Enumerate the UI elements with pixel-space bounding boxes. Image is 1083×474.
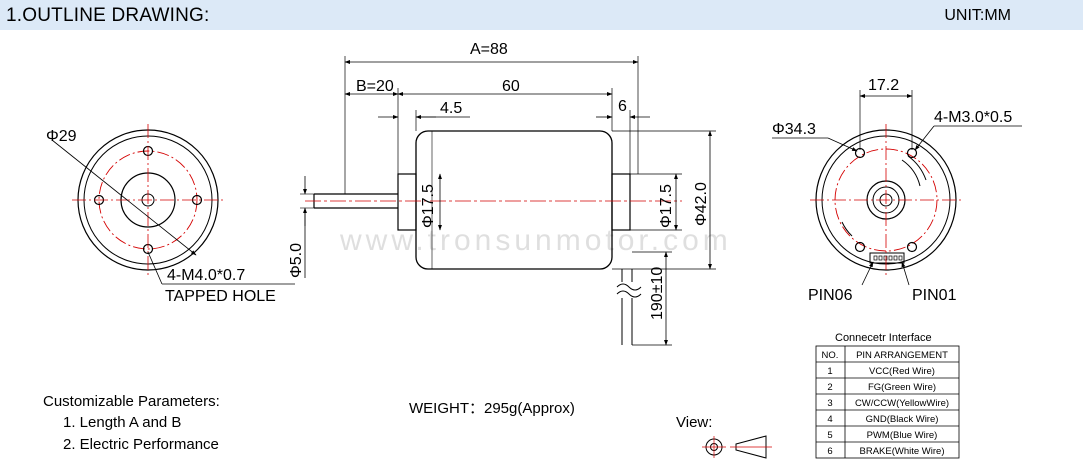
connector-header-pin: PIN ARRANGEMENT [856,350,948,361]
length-a-label: A=88 [470,41,508,58]
pin06-label: PIN06 [808,287,853,304]
rear-diameter-label: Φ34.3 [772,121,816,138]
front-diameter-label: Φ29 [46,128,77,145]
rear-view [772,90,1022,286]
length-b-label: B=20 [356,78,394,95]
connector-title: Connecetr Interface [835,332,932,344]
view-label: View: [676,414,712,431]
pin01-label: PIN01 [912,287,957,304]
front-step-label: 4.5 [440,100,462,117]
rear-hole-spec-label: 4-M3.0*0.5 [934,109,1012,126]
connector-row-pin: PWM(Blue Wire) [867,430,938,441]
connector-header-no: NO. [822,350,839,361]
connector-row-pin: CW/CCW(YellowWire) [855,398,949,409]
connector-row-pin: GND(Black Wire) [866,414,939,425]
customizable-title: Customizable Parameters: [43,393,220,410]
connector-row-pin: VCC(Red Wire) [869,366,935,377]
connector-row-pin: BRAKE(White Wire) [860,446,945,457]
connector-row-no: 4 [827,414,832,425]
header-bar: 1.OUTLINE DRAWING: UNIT:MM [0,0,1083,30]
connector-table [815,345,960,459]
connector-row-no: 3 [827,398,832,409]
connector-row-no: 6 [827,446,832,457]
customizable-item-1: 1. Length A and B [63,414,181,431]
body-length-label: 60 [502,78,520,95]
body-diameter-label: Φ42.0 [693,182,710,226]
front-hole-note-label: TAPPED HOLE [165,288,276,305]
customizable-item-2: 2. Electric Performance [63,436,219,453]
lead-length-label: 190±10 [649,267,666,320]
connector-row-pin: FG(Green Wire) [868,382,936,393]
connector-row-no: 5 [827,430,832,441]
shaft-diameter-label: Φ5.0 [288,243,305,278]
front-boss-diameter-label: Φ17.5 [420,184,437,228]
unit-label: UNIT:MM [944,7,1011,24]
rear-boss-diameter-label: Φ17.5 [658,184,675,228]
page-title: 1.OUTLINE DRAWING: [6,5,210,26]
weight-label: WEIGHT：295g(Approx) [409,400,575,417]
front-view [51,124,295,285]
side-view [300,56,716,346]
connector-row-no: 1 [827,366,832,377]
projection-symbol-icon [702,435,772,459]
front-hole-spec-label: 4-M4.0*0.7 [167,267,245,284]
rear-step-label: 6 [618,98,627,115]
connector-row-no: 2 [827,382,832,393]
rear-spacing-label: 17.2 [868,77,899,94]
